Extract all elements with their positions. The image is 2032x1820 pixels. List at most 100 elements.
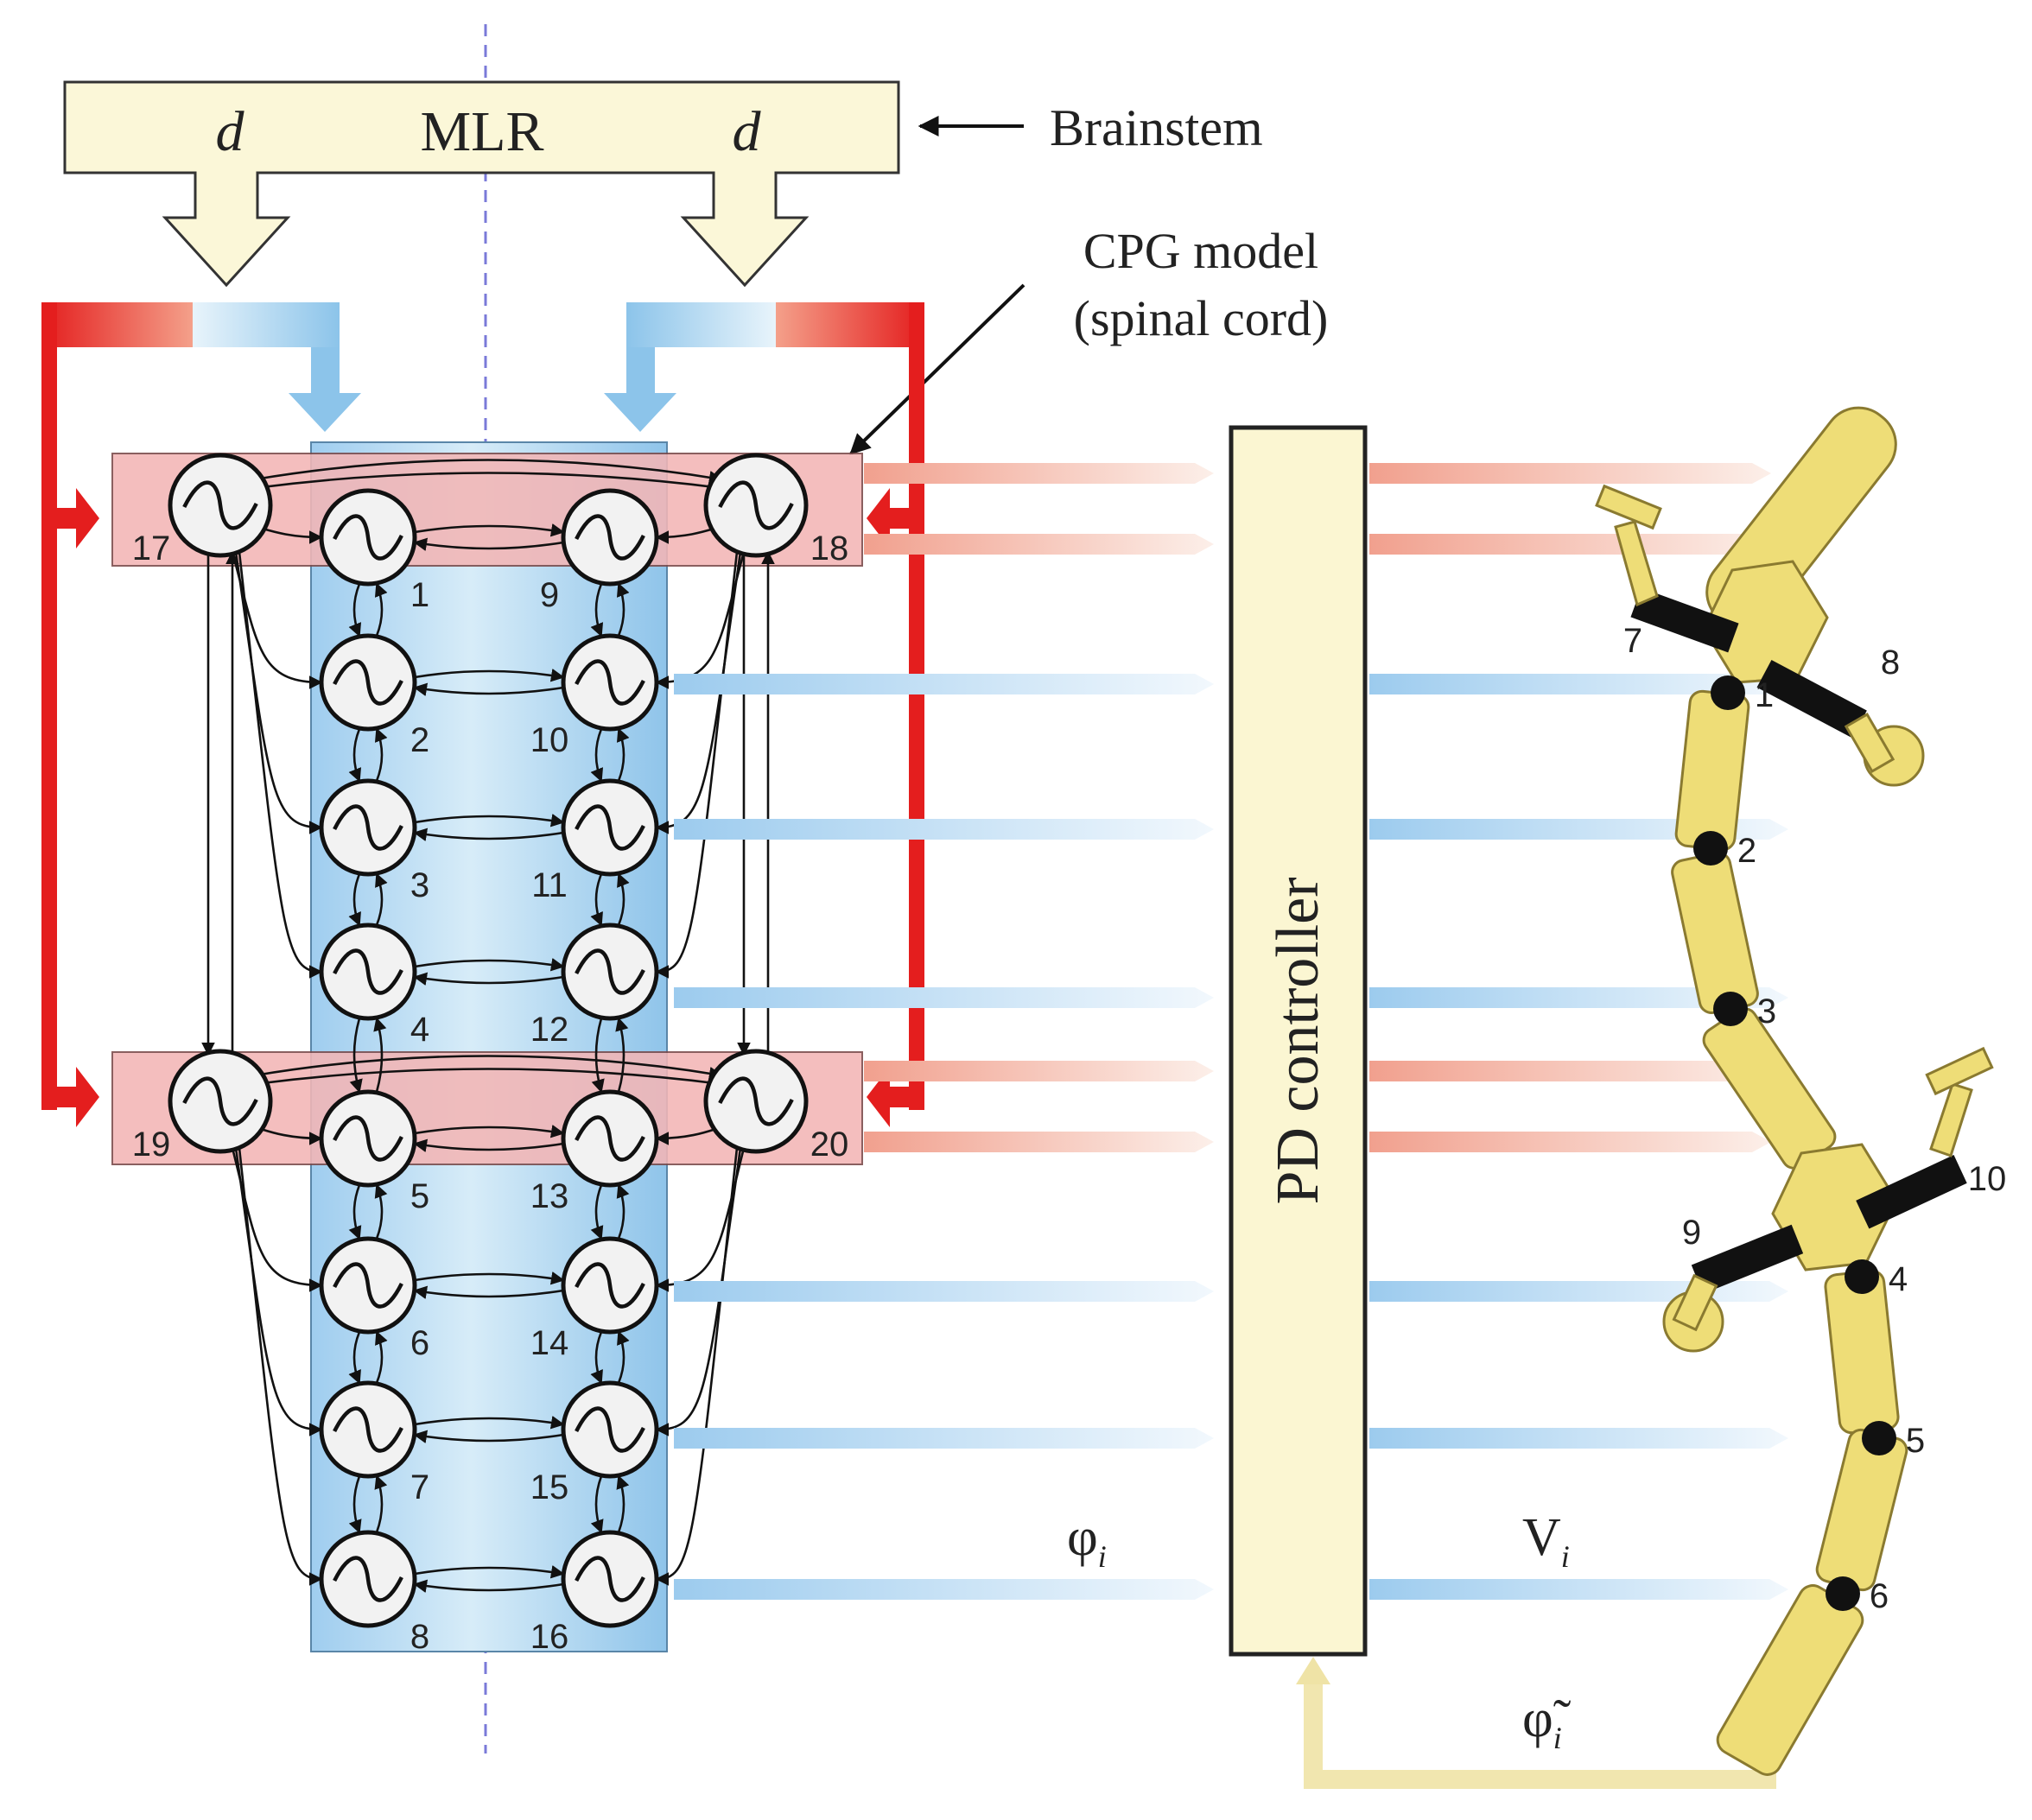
limb-oscillator-20-label: 20 <box>810 1126 849 1164</box>
body-oscillator-14-label: 14 <box>530 1324 569 1362</box>
coupling-arrow <box>348 1331 361 1385</box>
robot-leg-9-lower <box>1672 1273 1718 1332</box>
sine-wave-icon <box>575 804 645 851</box>
sine-wave-icon <box>182 1076 258 1126</box>
output-signals <box>674 463 1788 1600</box>
coupling-arrow <box>375 1330 388 1384</box>
limb-command-arrow <box>1369 1132 1771 1152</box>
coupling-arrow <box>414 1271 565 1285</box>
pd-controller-label: PD controller <box>1265 877 1331 1204</box>
coupling-arrow <box>591 1018 605 1094</box>
sine-wave-icon <box>575 659 645 706</box>
coupling-arrow <box>413 1430 564 1443</box>
feedback-arrowhead <box>1296 1657 1330 1684</box>
limb-signal-arrow <box>864 463 1214 484</box>
coupling-arrow <box>615 1017 629 1093</box>
body-oscillator-13-label: 13 <box>530 1177 569 1215</box>
body-oscillator-8: 8 <box>319 1530 429 1656</box>
body-signal-arrow <box>674 1281 1214 1302</box>
body-oscillator-11-label: 11 <box>531 866 568 904</box>
coupling-arrow <box>373 1017 387 1093</box>
limb-command-arrow <box>1369 1061 1771 1081</box>
coupling-arrow <box>414 669 565 682</box>
body-oscillator-7-label: 7 <box>410 1468 429 1506</box>
body-oscillator-1: 1 <box>319 488 429 614</box>
limb-body-arrow <box>238 1147 323 1586</box>
coupling-arrow <box>413 828 564 841</box>
robot-joint-label-5: 5 <box>1906 1422 1925 1460</box>
robot-leg-8-lower <box>1844 712 1895 774</box>
robot-foot-7 <box>1595 484 1662 530</box>
coupling-arrow <box>414 523 565 537</box>
body-oscillator-9-label: 9 <box>540 576 559 614</box>
coupling-arrow <box>253 1068 722 1089</box>
robot-joint-1 <box>1711 675 1745 710</box>
body-oscillator-9: 9 <box>540 488 659 614</box>
limb-command-arrow <box>1369 534 1771 555</box>
coupling-arrow <box>414 1125 565 1138</box>
body-command-arrow <box>1369 1579 1788 1600</box>
robot-joint-6 <box>1826 1576 1860 1611</box>
robot-joint-label-1: 1 <box>1755 676 1774 714</box>
drive-label-right: d <box>733 100 762 163</box>
sine-wave-icon <box>333 1115 403 1162</box>
body-oscillator-6: 6 <box>319 1236 429 1362</box>
body-oscillator-5: 5 <box>319 1089 429 1215</box>
robot-leg-9-upper <box>1691 1224 1804 1294</box>
limb-oscillator-17: 17 <box>132 453 273 568</box>
body-oscillator-6-label: 6 <box>410 1324 429 1362</box>
sine-wave-icon <box>333 804 403 851</box>
robot-joint-2 <box>1693 831 1728 866</box>
robot-joint-3 <box>1713 992 1748 1026</box>
body-oscillator-3-label: 3 <box>410 866 429 904</box>
coupling-arrow <box>590 583 604 637</box>
phi-symbol: φi <box>1067 1508 1107 1574</box>
coupling-arrow <box>374 1183 388 1240</box>
body-oscillator-10-label: 10 <box>530 721 569 759</box>
sine-wave-icon <box>575 514 645 561</box>
robot-joint-4 <box>1845 1259 1879 1294</box>
sine-wave-icon <box>575 1406 645 1453</box>
limb-oscillator-20: 20 <box>703 1049 849 1164</box>
coupling-arrow <box>617 1330 630 1384</box>
coupling-arrow <box>413 1285 564 1299</box>
coupling-arrow <box>254 459 723 485</box>
limb-drive-band-left <box>41 302 361 1127</box>
body-oscillator-2: 2 <box>319 633 429 759</box>
cpg-pointer-arrow <box>849 283 1026 455</box>
sine-wave-icon <box>333 1406 403 1453</box>
coupling-arrow <box>348 728 362 783</box>
body-oscillator-12: 12 <box>530 923 659 1049</box>
cpg-label-line2: (spinal cord) <box>1074 290 1329 346</box>
robot-leg-label-8: 8 <box>1881 644 1900 682</box>
coupling-arrow <box>616 582 630 637</box>
limb-body-arrow <box>655 551 739 979</box>
mlr-block <box>63 80 900 288</box>
body-oscillator-3: 3 <box>319 778 429 904</box>
body-signal-arrow <box>674 1428 1214 1449</box>
drive-label-left: d <box>216 100 245 163</box>
body-oscillator-11: 11 <box>531 778 659 904</box>
coupling-arrow <box>413 972 564 986</box>
body-oscillator-5-label: 5 <box>410 1177 429 1215</box>
pd-controller <box>1229 425 1368 1657</box>
coupling-arrow <box>414 958 565 972</box>
limb-oscillator-18: 18 <box>703 453 848 568</box>
coupling-arrow <box>617 872 630 926</box>
coupling-arrow <box>374 582 388 637</box>
limb-command-arrow <box>1369 463 1771 484</box>
limb-signal-arrow <box>864 1061 1214 1081</box>
sine-wave-icon <box>575 948 645 995</box>
body-oscillator-2-label: 2 <box>410 721 429 759</box>
coupling-arrow <box>414 1565 565 1579</box>
coupling-arrow <box>348 583 362 637</box>
coupling-arrow <box>374 727 388 782</box>
body-oscillator-15-label: 15 <box>530 1468 569 1506</box>
body-oscillator-7: 7 <box>319 1380 429 1506</box>
body-oscillator-13: 13 <box>530 1089 659 1215</box>
body-signal-arrow <box>674 987 1214 1008</box>
sine-wave-icon <box>718 1076 794 1126</box>
robot-foot-10 <box>1925 1046 1994 1096</box>
body-oscillator-4: 4 <box>319 923 429 1049</box>
coupling-arrow <box>590 1184 604 1240</box>
